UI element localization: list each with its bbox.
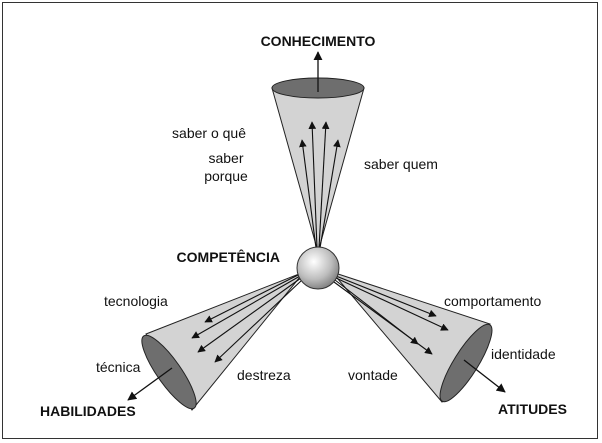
label-comportamento: comportamento xyxy=(444,293,541,309)
label-saber-o-que: saber o quê xyxy=(172,125,246,141)
right-cone xyxy=(330,270,506,403)
top-arrow xyxy=(319,139,341,249)
label-tecnica: técnica xyxy=(96,359,141,375)
label-destreza: destreza xyxy=(237,367,291,383)
right-arrow xyxy=(333,281,433,355)
label-tecnologia: tecnologia xyxy=(104,293,168,309)
right-arrow xyxy=(335,277,449,331)
label-porque: porque xyxy=(204,168,248,184)
right-arrow xyxy=(335,275,437,318)
left-arrow xyxy=(191,275,301,339)
left-axis-arrow xyxy=(127,367,173,401)
label-saber-quem: saber quem xyxy=(364,156,438,172)
heading-conhecimento: CONHECIMENTO xyxy=(261,33,376,49)
top-arrow xyxy=(318,121,330,249)
heading-habilidades: HABILIDADES xyxy=(40,403,136,419)
competencia-sphere xyxy=(296,246,340,290)
diagram-frame xyxy=(2,2,598,439)
label-identidade: identidade xyxy=(491,346,556,362)
left-arrow xyxy=(214,279,303,363)
label-vontade: vontade xyxy=(348,367,398,383)
left-arrow xyxy=(197,277,302,353)
left-arrow xyxy=(204,273,301,323)
right-axis-arrow xyxy=(463,359,506,393)
top-cone xyxy=(271,51,365,254)
heading-competencia: COMPETÊNCIA xyxy=(177,248,280,265)
left-cone xyxy=(127,270,306,411)
label-saber: saber xyxy=(208,150,243,166)
heading-atitudes: ATITUDES xyxy=(498,401,567,417)
top-arrow xyxy=(308,121,318,249)
top-arrow xyxy=(299,139,317,249)
